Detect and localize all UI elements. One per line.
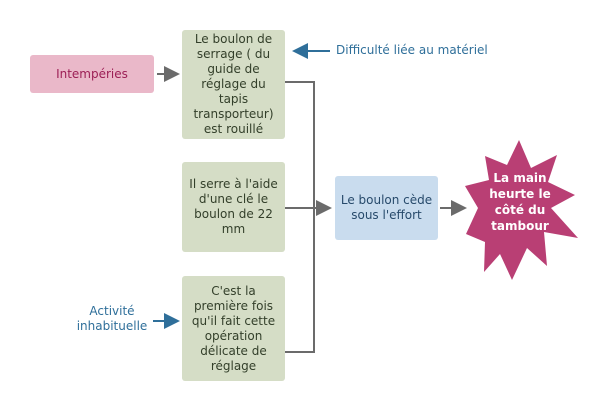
node-boulon-serrage-label: Le boulon de serrage ( du guide de régla…: [193, 32, 274, 136]
note-difficulte: Difficulté liée au matériel: [336, 43, 506, 58]
note-activite-label: Activité inhabituelle: [76, 304, 148, 333]
node-main-heurte-label: La main heurte le côté du tambour: [489, 171, 551, 233]
node-main-heurte: La main heurte le côté du tambour: [478, 170, 562, 234]
node-intemperies: Intempéries: [30, 55, 154, 93]
node-cle: Il serre à l'aide d'une clé le boulon de…: [182, 162, 285, 252]
node-premiere-fois: C'est la première fois qu'il fait cette …: [182, 276, 285, 381]
node-cle-label: Il serre à l'aide d'une clé le boulon de…: [189, 177, 278, 236]
node-boulon-serrage: Le boulon de serrage ( du guide de régla…: [182, 30, 285, 139]
node-intemperies-label: Intempéries: [56, 66, 128, 81]
node-premiere-fois-label: C'est la première fois qu'il fait cette …: [191, 283, 276, 373]
node-boulon-cede: Le boulon cède sous l'effort: [335, 176, 438, 240]
note-activite: Activité inhabituelle: [70, 304, 154, 334]
note-difficulte-label: Difficulté liée au matériel: [336, 43, 488, 57]
star-burst: [465, 140, 578, 280]
node-boulon-cede-label: Le boulon cède sous l'effort: [340, 193, 433, 222]
